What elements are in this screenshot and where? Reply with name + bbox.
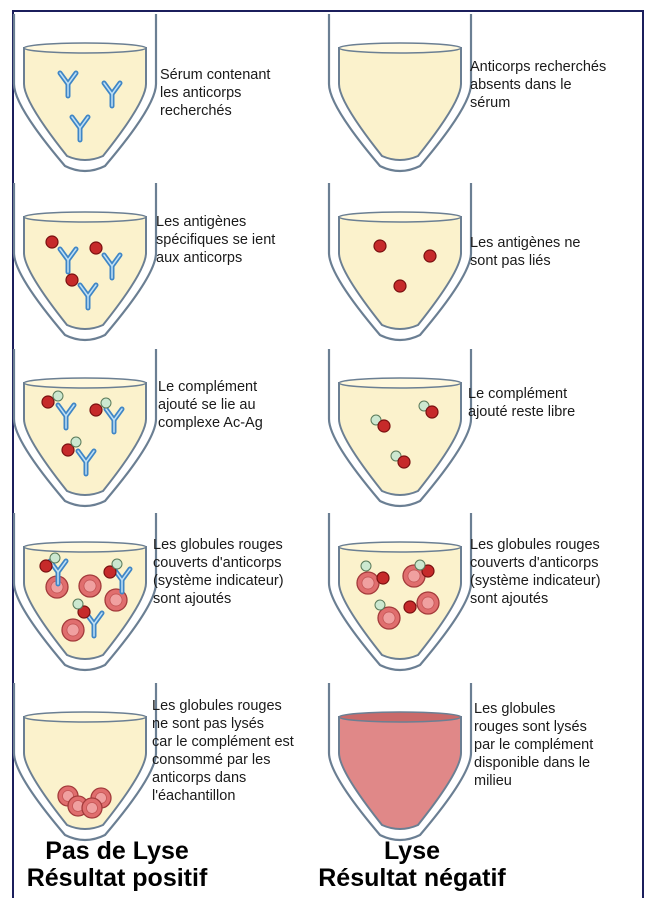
red-cell-icon bbox=[356, 571, 380, 595]
red-cell-icon bbox=[416, 591, 440, 615]
antigen-icon bbox=[376, 571, 390, 585]
antigen-icon bbox=[103, 565, 117, 579]
step2-positive-caption: Les antigènes spécifiques se ient aux an… bbox=[156, 214, 276, 266]
tube-5-negative-meniscus bbox=[338, 711, 462, 723]
tube-4-negative-meniscus bbox=[338, 541, 462, 553]
step1-positive-caption: Sérum contenant les anticorps recherchés bbox=[160, 67, 271, 119]
tube-2-negative-liquid bbox=[338, 216, 462, 330]
red-cell-icon bbox=[61, 618, 85, 642]
tube-2-negative bbox=[327, 183, 473, 342]
step1-negative-caption: Anticorps recherchés absents dans le sér… bbox=[470, 59, 607, 111]
tube-3-negative-meniscus bbox=[338, 377, 462, 389]
antigen-icon bbox=[377, 419, 391, 433]
tube-4-negative-liquid bbox=[338, 546, 462, 660]
tube-1-negative bbox=[327, 14, 473, 173]
step4-negative-caption: Les globules rouges couverts d'anticorps… bbox=[470, 537, 601, 607]
antigen-icon bbox=[41, 395, 55, 409]
complement-icon bbox=[49, 552, 61, 564]
antibody-icon bbox=[101, 252, 123, 281]
tube-5-positive-liquid bbox=[23, 716, 147, 830]
tube-3-negative bbox=[327, 349, 473, 508]
tube-5-negative bbox=[327, 683, 473, 842]
complement-icon bbox=[374, 599, 386, 611]
tube-1-negative-meniscus bbox=[338, 42, 462, 54]
tube-4-positive-meniscus bbox=[23, 541, 147, 553]
red-cell-icon bbox=[377, 606, 401, 630]
antigen-icon bbox=[393, 279, 407, 293]
negative-result-label: Lyse Résultat négatif bbox=[318, 837, 506, 892]
step2-negative-caption: Les antigènes ne sont pas liés bbox=[470, 235, 581, 269]
step3-positive-caption: Le complément ajouté se lie au complexe … bbox=[158, 379, 263, 431]
antibody-icon bbox=[57, 70, 79, 99]
antigen-icon bbox=[89, 241, 103, 255]
antigen-icon bbox=[403, 600, 417, 614]
tube-3-negative-liquid bbox=[338, 382, 462, 496]
tube-5-positive-meniscus bbox=[23, 711, 147, 723]
antigen-icon bbox=[45, 235, 59, 249]
figure-frame bbox=[12, 10, 644, 898]
tube-2-positive-meniscus bbox=[23, 211, 147, 223]
antigen-icon bbox=[397, 455, 411, 469]
complement-icon bbox=[414, 559, 426, 571]
antigen-icon bbox=[39, 559, 53, 573]
tube-1-negative-liquid bbox=[338, 47, 462, 161]
complement-icon bbox=[100, 397, 112, 409]
antibody-icon bbox=[77, 282, 99, 311]
step4-positive-caption: Les globules rouges couverts d'anticorps… bbox=[153, 537, 284, 607]
step3-negative-caption: Le complément ajouté reste libre bbox=[468, 386, 576, 420]
tube-2-negative-meniscus bbox=[338, 211, 462, 223]
antibody-icon bbox=[69, 114, 91, 143]
complement-icon bbox=[360, 560, 372, 572]
red-cell-icon bbox=[78, 574, 102, 598]
complement-icon bbox=[72, 598, 84, 610]
tube-2-positive-liquid bbox=[23, 216, 147, 330]
positive-result-label: Pas de Lyse Résultat positif bbox=[26, 837, 208, 892]
tube-1-positive-meniscus bbox=[23, 42, 147, 54]
complement-icon bbox=[111, 558, 123, 570]
red-cell-icon bbox=[104, 588, 128, 612]
red-cell-icon bbox=[81, 797, 103, 819]
antibody-icon bbox=[103, 406, 125, 435]
antigen-icon bbox=[61, 443, 75, 457]
antigen-icon bbox=[77, 605, 91, 619]
step5-positive-caption: Les globules rouges ne sont pas lysés ca… bbox=[152, 698, 294, 804]
antigen-icon bbox=[373, 239, 387, 253]
step5-negative-caption: Les globules rouges sont lysés par le co… bbox=[474, 701, 594, 789]
tube-1-positive-liquid bbox=[23, 47, 147, 161]
tube-4-positive bbox=[12, 513, 158, 672]
tube-1-positive bbox=[12, 14, 158, 173]
tube-3-positive bbox=[12, 349, 158, 508]
antibody-icon bbox=[57, 246, 79, 275]
tube-3-positive-meniscus bbox=[23, 377, 147, 389]
red-cell-icon bbox=[402, 564, 426, 588]
tube-5-positive bbox=[12, 683, 158, 842]
tube-3-positive-liquid bbox=[23, 382, 147, 496]
tube-2-positive bbox=[12, 183, 158, 342]
antigen-icon bbox=[89, 403, 103, 417]
antibody-icon bbox=[47, 558, 69, 587]
antigen-icon bbox=[425, 405, 439, 419]
antigen-icon bbox=[65, 273, 79, 287]
antibody-icon bbox=[101, 80, 123, 109]
complement-icon bbox=[52, 390, 64, 402]
antibody-icon bbox=[75, 448, 97, 477]
tube-5-negative-liquid bbox=[338, 716, 462, 830]
antigen-icon bbox=[421, 564, 435, 578]
complement-icon bbox=[70, 436, 82, 448]
antibody-icon bbox=[55, 402, 77, 431]
tube-4-negative bbox=[327, 513, 473, 672]
antigen-icon bbox=[423, 249, 437, 263]
